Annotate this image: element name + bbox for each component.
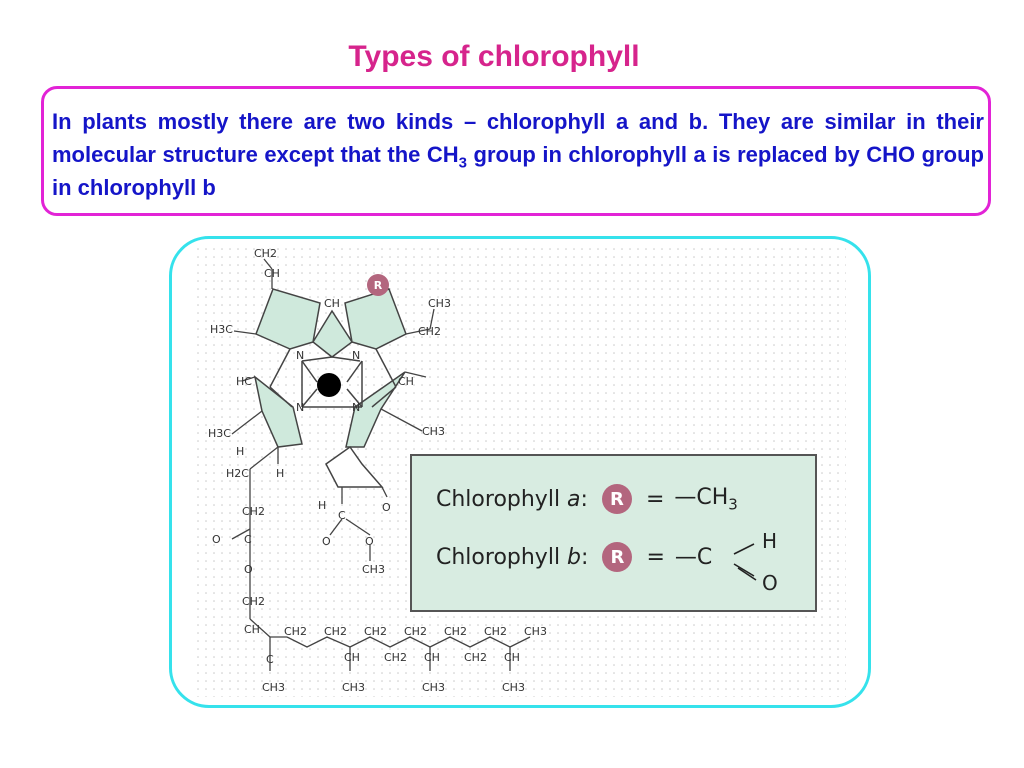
- svg-text:CH3: CH3: [342, 681, 365, 694]
- svg-text:CH3: CH3: [262, 681, 285, 694]
- svg-text:N: N: [296, 401, 304, 414]
- svg-text:CH: CH: [504, 651, 520, 664]
- svg-text:CH3: CH3: [428, 297, 451, 310]
- svg-text:H3C: H3C: [210, 323, 233, 336]
- svg-text:CH2: CH2: [404, 625, 427, 638]
- phytol-methyl-bonds: [349, 647, 511, 671]
- svg-text:CH2: CH2: [444, 625, 467, 638]
- slide-title: Types of chlorophyll: [348, 40, 640, 73]
- aldehyde-o: O: [762, 571, 778, 594]
- svg-text:O: O: [212, 533, 221, 546]
- svg-text:CH2: CH2: [484, 625, 507, 638]
- legend-row-chlorophyll-b: Chlorophyll b: R = —C: [436, 542, 712, 572]
- molecule-diagram: R CH2 CH CH CH3 CH2 H3C HC CH CH3 H3C H …: [169, 236, 871, 708]
- svg-text:CH2: CH2: [384, 651, 407, 664]
- atom-labels: CH2 CH CH CH3 CH2 H3C HC CH CH3 H3C H H …: [208, 247, 547, 694]
- svg-text:O: O: [365, 535, 374, 548]
- svg-text:CH: CH: [324, 297, 340, 310]
- svg-text:CH2: CH2: [324, 625, 347, 638]
- aldehyde-h: H: [762, 529, 777, 553]
- svg-text:CH3: CH3: [422, 681, 445, 694]
- svg-text:CH2: CH2: [364, 625, 387, 638]
- ring-top-right: [344, 288, 407, 350]
- svg-text:CH2: CH2: [242, 595, 265, 608]
- legend-row-chlorophyll-a: Chlorophyll a: R = —CH3: [436, 484, 738, 514]
- aldehyde-group: H O: [733, 529, 778, 594]
- meso-top: [312, 309, 354, 358]
- r-group-marker: [367, 274, 389, 296]
- svg-text:CH3: CH3: [422, 425, 445, 438]
- r-circle-a: R: [601, 484, 632, 514]
- side-chain-bonds: [231, 258, 435, 671]
- svg-text:H2C: H2C: [226, 467, 249, 480]
- svg-text:H: H: [318, 499, 326, 512]
- svg-text:HC: HC: [236, 375, 252, 388]
- ring-bottom-right: [345, 371, 406, 448]
- description-box: In plants mostly there are two kinds – c…: [41, 86, 991, 216]
- svg-text:O: O: [322, 535, 331, 548]
- svg-text:CH3: CH3: [362, 563, 385, 576]
- svg-text:O: O: [382, 501, 391, 514]
- svg-text:C: C: [266, 653, 274, 666]
- cyclopentanone-ring: [325, 445, 384, 488]
- svg-text:H: H: [236, 445, 244, 458]
- svg-text:H: H: [276, 467, 284, 480]
- magnesium-center: [317, 373, 341, 397]
- svg-text:N: N: [352, 349, 360, 362]
- svg-text:O: O: [244, 563, 253, 576]
- porphyrin-ring: [253, 288, 407, 488]
- svg-text:CH: CH: [424, 651, 440, 664]
- svg-text:CH2: CH2: [254, 247, 277, 260]
- svg-text:CH2: CH2: [242, 505, 265, 518]
- svg-text:CH3: CH3: [524, 625, 547, 638]
- svg-text:CH: CH: [398, 375, 414, 388]
- svg-text:CH: CH: [344, 651, 360, 664]
- svg-text:N: N: [352, 401, 360, 414]
- svg-text:CH3: CH3: [502, 681, 525, 694]
- r-group-legend: Chlorophyll a: R = —CH3 Chlorophyll b: R…: [410, 454, 817, 612]
- svg-text:CH2: CH2: [284, 625, 307, 638]
- description-text: In plants mostly there are two kinds – c…: [52, 109, 984, 200]
- svg-text:CH: CH: [264, 267, 280, 280]
- svg-text:CH: CH: [244, 623, 260, 636]
- r-group-label: R: [374, 279, 383, 292]
- svg-text:C: C: [244, 533, 252, 546]
- svg-text:H3C: H3C: [208, 427, 231, 440]
- svg-text:C: C: [338, 509, 346, 522]
- phytol-tail: [286, 636, 531, 648]
- svg-text:N: N: [296, 349, 304, 362]
- r-circle-b: R: [602, 542, 633, 572]
- svg-text:CH2: CH2: [464, 651, 487, 664]
- ring-top-left: [255, 288, 321, 350]
- svg-text:CH2: CH2: [418, 325, 441, 338]
